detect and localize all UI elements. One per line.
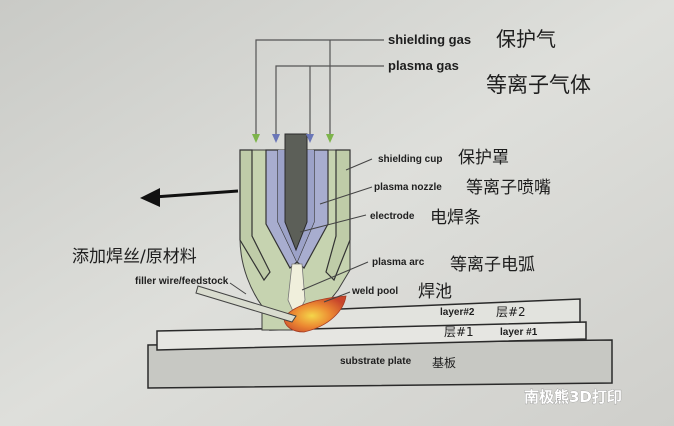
layer2-cn: 层#2	[496, 305, 526, 319]
plasma-gas-lines	[275, 65, 384, 138]
shielding-gas-label: shielding gas	[388, 32, 471, 47]
layer2-label: layer#2	[440, 307, 475, 318]
shielding-gas-cn: 保护气	[496, 27, 556, 51]
plasma-nozzle-cn: 等离子喷嘴	[466, 178, 551, 198]
shielding-gas-lines	[255, 39, 384, 138]
plasma-arc-label: plasma arc	[372, 257, 425, 268]
travel-direction-arrow	[140, 188, 239, 207]
shielding-cup-cn: 保护罩	[458, 148, 509, 168]
gas-arrow-heads	[252, 134, 334, 143]
substrate-plate-label: substrate plate	[340, 356, 412, 367]
plasma-arc-cn: 等离子电弧	[450, 255, 535, 275]
plasma-gas-cn: 等离子气体	[486, 73, 591, 97]
electrode	[284, 133, 308, 252]
weld-pool-cn: 焊池	[418, 282, 452, 302]
filler-wire	[195, 285, 297, 323]
layer1-cn: 层#1	[444, 325, 474, 339]
filler-cn: 添加焊丝/原材料	[72, 247, 197, 267]
weld-pool	[283, 295, 347, 333]
shielding-cup-label: shielding cup	[378, 154, 442, 165]
substrate-plate-cn: 基板	[432, 356, 456, 370]
watermark: 南极熊3D打印	[524, 388, 622, 406]
plasma-gas-label: plasma gas	[388, 58, 459, 73]
layer1-label: layer #1	[500, 327, 538, 338]
weld-pool-label: weld pool	[351, 286, 398, 297]
leader-lines	[229, 158, 373, 303]
filler-label: filler wire/feedstock	[135, 276, 229, 287]
electrode-label: electrode	[370, 211, 415, 222]
shielding-cup	[239, 149, 351, 282]
plasma-nozzle-label: plasma nozzle	[374, 182, 442, 193]
electrode-cn: 电焊条	[430, 208, 481, 228]
